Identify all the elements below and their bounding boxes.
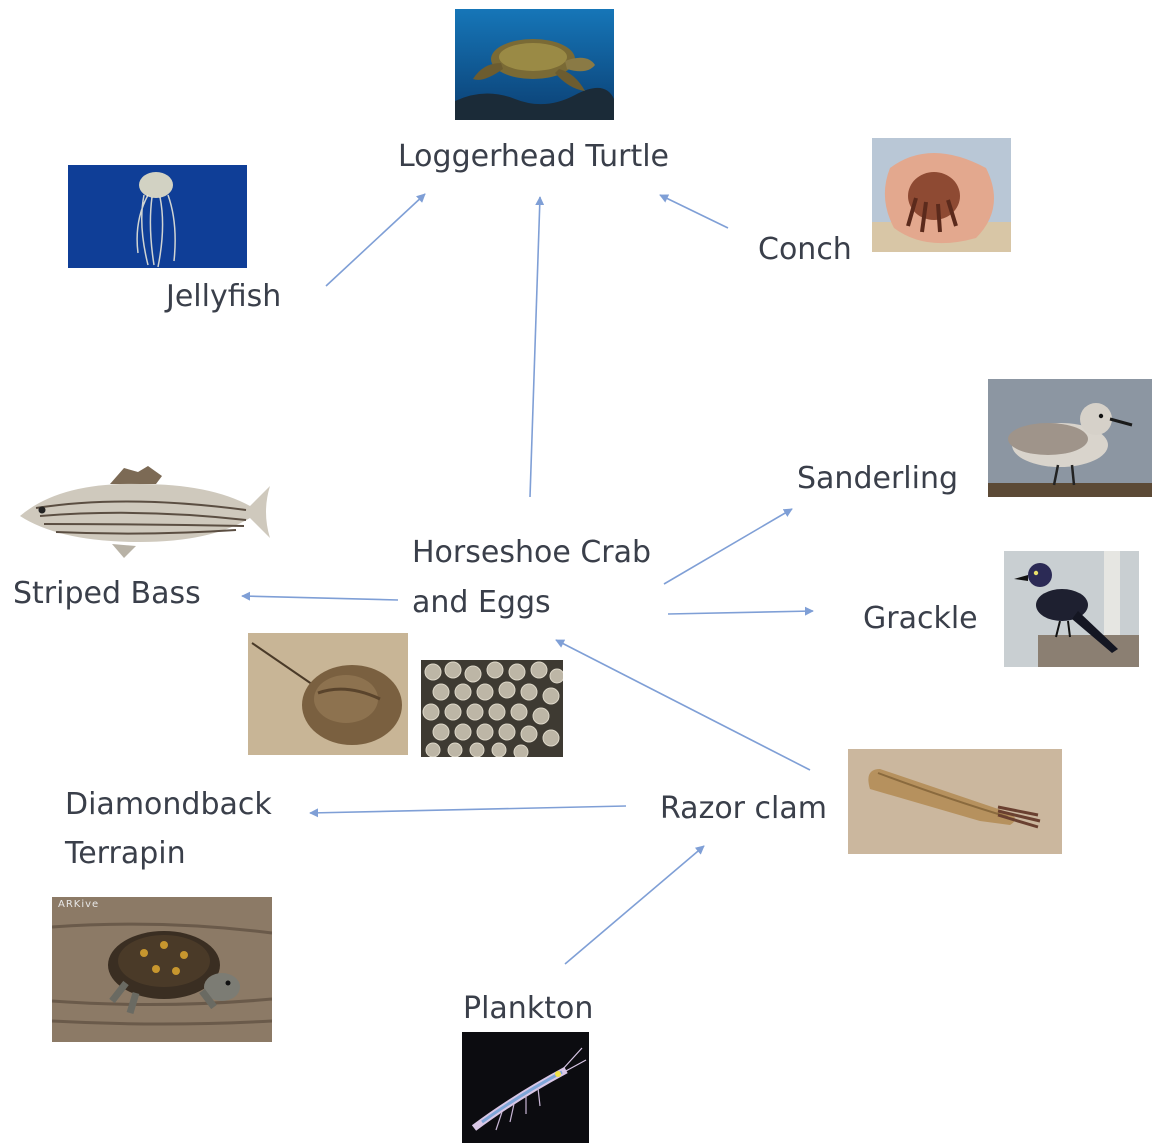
label-diamondback-line2: Terrapin [65, 829, 186, 879]
label-loggerhead-turtle: Loggerhead Turtle [398, 132, 669, 182]
sanderling-photo [988, 379, 1152, 497]
jellyfish-photo [68, 165, 247, 268]
arrow-horseshoe-to-loggerhead [530, 197, 540, 497]
conch-photo [872, 138, 1011, 252]
horseshoe-eggs-photo [421, 660, 563, 757]
label-razor-clam: Razor clam [660, 784, 827, 834]
arrow-plankton-to-razor-clam [565, 846, 704, 964]
arrow-conch-to-loggerhead [660, 195, 728, 228]
label-conch: Conch [758, 225, 852, 275]
horseshoe-crab-photo [248, 633, 408, 755]
label-diamondback-line1: Diamondback [65, 780, 272, 830]
label-sanderling: Sanderling [797, 454, 958, 504]
loggerhead-turtle-photo [455, 9, 614, 120]
striped-bass-image [16, 464, 278, 560]
diamondback-terrapin-photo: ARKive [52, 897, 272, 1042]
label-jellyfish: Jellyfish [166, 272, 281, 322]
grackle-photo [1004, 551, 1139, 667]
label-striped-bass: Striped Bass [13, 569, 201, 619]
label-horseshoe-crab-line1: Horseshoe Crab [412, 528, 651, 578]
arrow-horseshoe-to-striped-bass [242, 596, 398, 600]
label-plankton: Plankton [463, 984, 593, 1034]
arrow-horseshoe-to-grackle [668, 611, 813, 614]
arrow-horseshoe-to-sanderling [664, 509, 792, 584]
plankton-photo [462, 1032, 589, 1143]
label-grackle: Grackle [863, 594, 978, 644]
arrow-razor-clam-to-horseshoe [556, 640, 810, 770]
razor-clam-photo [848, 749, 1062, 854]
arrow-razor-clam-to-diamondback [310, 806, 626, 813]
arrow-jellyfish-to-loggerhead [326, 194, 425, 286]
arkive-watermark: ARKive [58, 899, 99, 910]
label-horseshoe-crab-line2: and Eggs [412, 578, 551, 628]
